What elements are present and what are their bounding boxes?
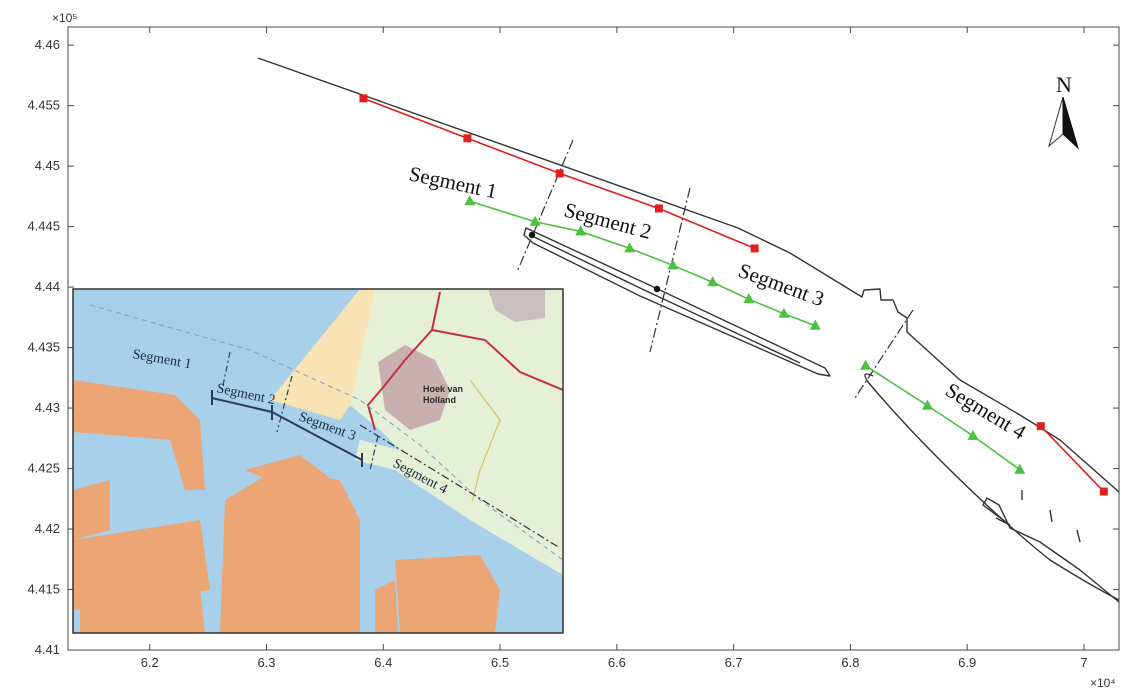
series-0-point xyxy=(1099,487,1108,496)
series-1-point xyxy=(921,399,933,410)
harbour-outline xyxy=(257,57,1120,603)
x-tick-label: 6.7 xyxy=(725,655,743,670)
series-1-point xyxy=(707,276,719,287)
series-1-point xyxy=(743,293,755,304)
series-1-point xyxy=(575,225,587,236)
north-arrow-right xyxy=(1062,96,1079,150)
inset-town-label-2: Holland xyxy=(423,395,456,405)
inset-land-sw xyxy=(80,590,205,633)
y-exponent-label: ×10⁵ xyxy=(52,11,77,25)
inset-urban-2 xyxy=(488,289,545,322)
series-1-point xyxy=(667,259,679,270)
spit xyxy=(864,373,1120,601)
series-0-line xyxy=(1040,425,1105,493)
series-1-point xyxy=(860,359,872,370)
series-1-point xyxy=(1014,463,1026,474)
inset-dashed-shore xyxy=(359,424,561,549)
y-tick-label: 4.41 xyxy=(35,642,60,657)
inner-breakwater-inner xyxy=(531,235,801,364)
inset-land-center-2 xyxy=(245,455,330,485)
series-0-point xyxy=(750,244,759,253)
inset-frame xyxy=(72,288,564,634)
inset-divider-2 xyxy=(276,375,293,433)
x-tick-label: 6.9 xyxy=(958,655,976,670)
x-tick-label: 7 xyxy=(1080,655,1087,670)
x-tick-label: 6.4 xyxy=(374,655,392,670)
series-1-point xyxy=(809,319,821,330)
inset-land-west-top xyxy=(73,380,205,490)
y-tick-label: 4.46 xyxy=(35,37,60,52)
groin-3 xyxy=(1076,529,1081,543)
north-breakwater xyxy=(257,57,1120,493)
x-tick-label: 6.8 xyxy=(841,655,859,670)
y-tick-label: 4.45 xyxy=(35,158,60,173)
inset-land-east-2 xyxy=(375,580,398,633)
north-label: N xyxy=(1056,72,1072,97)
series-0-point xyxy=(463,134,472,143)
series-1-line xyxy=(865,365,1021,471)
y-tick-label: 4.43 xyxy=(35,400,60,415)
south-shore xyxy=(982,497,1120,603)
y-tick-label: 4.455 xyxy=(27,98,60,113)
data-series xyxy=(359,94,1108,496)
divider-1-2 xyxy=(516,139,574,273)
series-1-point xyxy=(967,429,979,440)
inset-road-1 xyxy=(366,291,441,431)
series-1-point xyxy=(624,242,636,253)
inner-breakwater-point-b xyxy=(653,285,661,293)
inset-bar-3 xyxy=(271,411,363,461)
inset-strip xyxy=(355,440,563,575)
inset-bar-2 xyxy=(211,397,273,413)
inset-dividers xyxy=(221,351,379,471)
inset-land-west-low xyxy=(73,520,210,610)
divider-2-3 xyxy=(649,187,691,353)
inset-urban xyxy=(378,345,450,430)
inset-town-label-1: Hoek van xyxy=(423,384,463,394)
x-tick-label: 6.6 xyxy=(608,655,626,670)
y-tick-label: 4.435 xyxy=(27,340,60,355)
series-1-point xyxy=(529,215,541,226)
x-tick-label: 6.5 xyxy=(491,655,509,670)
inset-road-2 xyxy=(431,329,563,391)
north-arrow: N xyxy=(1048,72,1079,150)
segment-dividers xyxy=(516,139,914,399)
inset-land-center xyxy=(220,470,360,633)
series-0-point xyxy=(654,204,663,213)
y-tick-label: 4.415 xyxy=(27,582,60,597)
x-exponent-label: ×10⁴ xyxy=(1090,676,1116,690)
inset-road-3 xyxy=(469,379,501,511)
y-tick-label: 4.44 xyxy=(35,279,60,294)
series-1-point xyxy=(778,307,790,318)
axis-ticks: 6.2 6.3 6.4 6.5 6.6 6.7 6.8 6.9 7 4.41 4.415 4.42 4.… xyxy=(27,27,1119,670)
inset-divider-1 xyxy=(221,351,231,391)
inset-segment-bars xyxy=(211,390,363,467)
y-tick-label: 4.445 xyxy=(27,219,60,234)
series-0-point xyxy=(555,169,564,178)
x-tick-label: 6.3 xyxy=(257,655,275,670)
x-tick-label: 6.2 xyxy=(141,655,159,670)
inner-breakwater-point-a xyxy=(528,231,536,239)
inset-beach xyxy=(270,289,563,420)
groin-2 xyxy=(1049,509,1053,523)
series-0-point xyxy=(1036,422,1045,431)
inset-channel-line xyxy=(89,304,563,561)
y-tick-label: 4.425 xyxy=(27,461,60,476)
y-tick-label: 4.42 xyxy=(35,521,60,536)
series-0-point xyxy=(359,94,368,103)
inset-map: Segment 1 Segment 2 Segment 3 Segment 4 … xyxy=(72,288,564,634)
series-1-point xyxy=(464,195,476,206)
inset-divider-3 xyxy=(369,435,379,471)
inset-land-west-mid xyxy=(73,480,110,540)
inner-breakwater xyxy=(523,227,831,377)
inset-land-east xyxy=(395,555,500,633)
